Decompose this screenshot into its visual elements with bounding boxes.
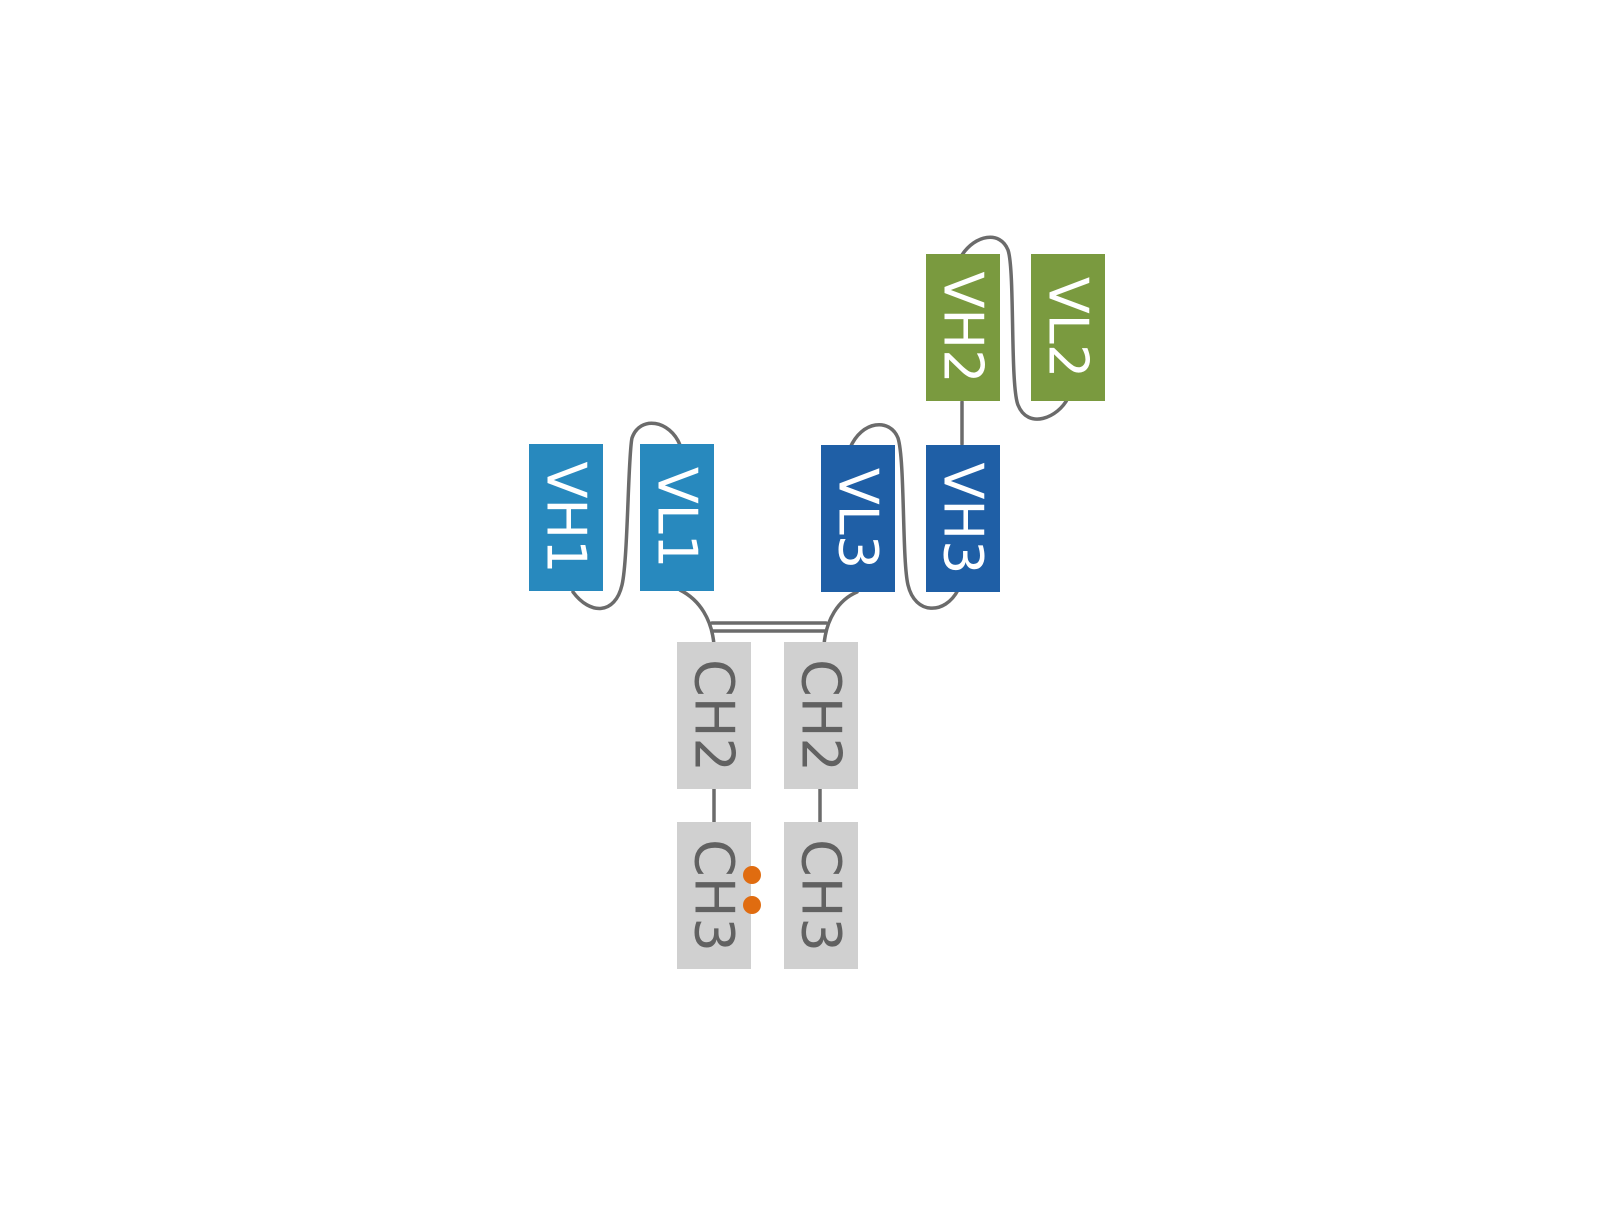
domain-vh1-box — [529, 444, 603, 591]
domain-vl1: VL1 — [640, 444, 714, 591]
domain-ch2-left-box — [677, 642, 751, 789]
linker-vl3-hinge — [822, 590, 859, 647]
domain-ch3-right-label: CH3 — [790, 839, 853, 952]
domain-ch2-right-box — [784, 642, 858, 789]
domain-vl1-label: VL1 — [646, 467, 709, 568]
domain-ch3-right-box — [784, 822, 858, 969]
domain-vl3-box — [821, 445, 895, 592]
domain-vh2-box — [926, 254, 1000, 401]
domain-ch2-right: CH2 — [784, 642, 858, 789]
knob-hole-dot-top — [743, 866, 761, 884]
domain-vl2-label: VL2 — [1037, 277, 1100, 378]
domain-vl3-label: VL3 — [827, 468, 890, 569]
domain-ch2-left-label: CH2 — [683, 659, 746, 772]
domain-vl2-box — [1031, 254, 1105, 401]
domain-vh2-label: VH2 — [932, 272, 995, 384]
linkers — [571, 235, 1070, 824]
knob-hole-dot-bottom — [743, 896, 761, 914]
linker-vh2-vl2 — [960, 235, 1070, 421]
domain-vl1-box — [640, 444, 714, 591]
domain-vl2: VL2 — [1031, 254, 1105, 401]
domain-vh3-label: VH3 — [932, 463, 995, 575]
domain-vh1-label: VH1 — [535, 462, 598, 574]
linker-vh1-vl1 — [571, 421, 682, 611]
domain-ch3-left: CH3 — [677, 822, 751, 969]
domain-vh3-box — [926, 445, 1000, 592]
linker-vl3-vh3 — [848, 422, 960, 610]
domain-ch2-left: CH2 — [677, 642, 751, 789]
domain-vh3: VH3 — [926, 445, 1000, 592]
domain-ch3-left-label: CH3 — [683, 839, 746, 952]
domain-vl3: VL3 — [821, 445, 895, 592]
domain-ch3-right: CH3 — [784, 822, 858, 969]
domain-ch2-right-label: CH2 — [790, 659, 853, 772]
domain-ch3-left-box — [677, 822, 751, 969]
linker-vl1-hinge — [678, 588, 716, 647]
domain-vh2: VH2 — [926, 254, 1000, 401]
domain-vh1: VH1 — [529, 444, 603, 591]
